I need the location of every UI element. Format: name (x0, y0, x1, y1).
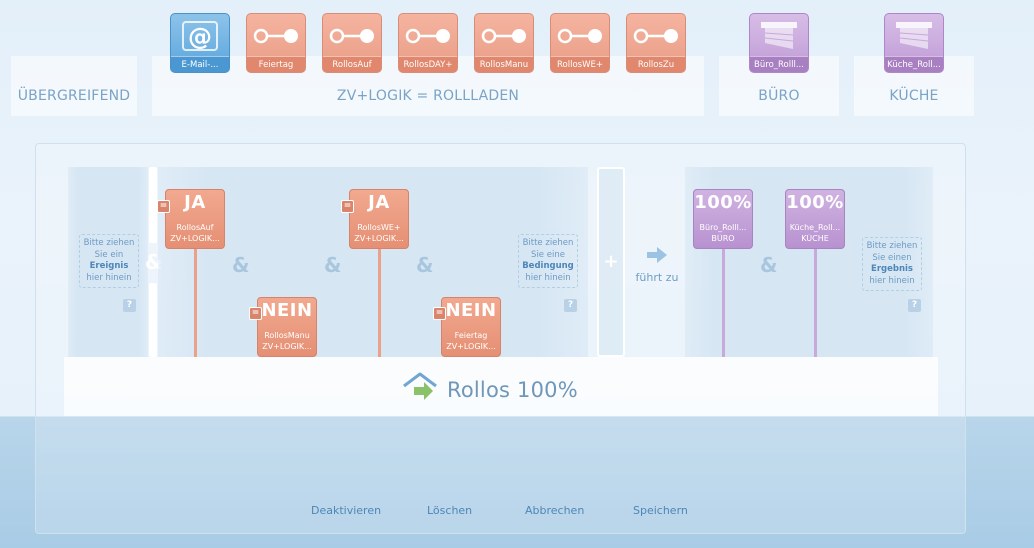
condition-value: JA (368, 192, 390, 213)
save-button[interactable]: Speichern (633, 504, 688, 517)
logic-switch-icon (551, 19, 609, 53)
tile-label: Küche_Roll... (885, 56, 943, 72)
tile-label: RollosAuf (323, 56, 381, 72)
result-value: 100% (694, 192, 752, 213)
roller-shutter-icon (885, 19, 943, 53)
tile-rollosdayplus[interactable]: RollosDAY+ (398, 13, 458, 73)
condition-name: RollosManu (264, 331, 310, 340)
condition-operator-button[interactable]: = (341, 200, 354, 213)
group-label-logic: ZV+LOGIK = ROLLLADEN (336, 88, 520, 104)
result-drop-hint: Bitte ziehen Sie einen Ergebnis hier hin… (862, 237, 922, 291)
home-scene-icon (402, 371, 438, 409)
tile-buero-rollladen[interactable]: Büro_Rolll... (749, 13, 809, 73)
logic-switch-icon (627, 19, 685, 53)
add-condition-group-button[interactable]: + (597, 167, 625, 357)
condition-name: RollosWE+ (357, 223, 401, 232)
arrow-right-icon (645, 245, 669, 269)
separator-bottom (149, 283, 157, 357)
tile-label: RollosManu (475, 56, 533, 72)
condition-group: ZV+LOGIK... (446, 342, 496, 351)
condition-and-operator: & (324, 253, 342, 277)
svg-text:@: @ (188, 23, 212, 51)
condition-value: NEIN (445, 300, 497, 321)
result-connector-line (722, 248, 725, 357)
plus-icon: + (603, 251, 619, 272)
result-value: 100% (786, 192, 844, 213)
condition-name: RollosAuf (176, 223, 214, 232)
result-group: KÜCHE (801, 234, 829, 243)
logic-switch-icon (475, 19, 533, 53)
condition-group: ZV+LOGIK... (354, 234, 404, 243)
tile-feiertag[interactable]: Feiertag (246, 13, 306, 73)
result-group: BÜRO (711, 234, 735, 243)
tile-label: Feiertag (247, 56, 305, 72)
group-overarching-bg (11, 56, 137, 116)
condition-value: JA (184, 192, 206, 213)
rule-title-bar (64, 357, 938, 416)
tile-kueche-rollladen[interactable]: Küche_Roll... (884, 13, 944, 73)
delete-button[interactable]: Löschen (427, 504, 473, 517)
condition-connector-line (194, 248, 197, 357)
result-card-kueche[interactable]: 100% Küche_Roll... KÜCHE (785, 189, 845, 249)
roller-shutter-icon (750, 19, 808, 53)
result-name: Küche_Roll... (789, 223, 841, 232)
condition-operator-button[interactable]: = (249, 307, 262, 320)
condition-card-rollosauf[interactable]: JA RollosAuf ZV+LOGIK... (165, 189, 225, 249)
tile-label: RollosZu (627, 56, 685, 72)
tile-label: RollosWE+ (551, 56, 609, 72)
leads-to-label: führt zu (635, 271, 679, 284)
event-help-button[interactable]: ? (123, 299, 136, 312)
separator-top (149, 167, 157, 243)
condition-card-rollosmanu[interactable]: NEIN RollosManu ZV+LOGIK... (257, 297, 317, 357)
logic-switch-icon (323, 19, 381, 53)
condition-group: ZV+LOGIK... (262, 342, 312, 351)
tile-email[interactable]: @ E-Mail-... (170, 13, 230, 73)
condition-connector-line (378, 248, 381, 357)
cancel-button[interactable]: Abbrechen (525, 504, 585, 517)
logic-switch-icon (399, 19, 457, 53)
group-label-kitchen: KÜCHE (889, 88, 939, 104)
event-dropzone[interactable] (68, 167, 148, 357)
condition-help-button[interactable]: ? (564, 299, 577, 312)
condition-and-operator: & (416, 253, 434, 277)
condition-card-feiertag[interactable]: NEIN Feiertag ZV+LOGIK... (441, 297, 501, 357)
result-connector-line (814, 248, 817, 357)
tile-label: RollosDAY+ (399, 56, 457, 72)
condition-group: ZV+LOGIK... (170, 234, 220, 243)
condition-and-operator: & (232, 253, 250, 277)
tile-label: E-Mail-... (171, 56, 229, 72)
result-and-operator: & (760, 253, 778, 277)
condition-drop-hint: Bitte ziehen Sie eine Bedingung hier hin… (518, 234, 578, 288)
result-help-button[interactable]: ? (908, 299, 921, 312)
deactivate-button[interactable]: Deaktivieren (311, 504, 382, 517)
logic-switch-icon (247, 19, 305, 53)
tile-label: Büro_Rolll... (750, 56, 808, 72)
tile-rollosmanu[interactable]: RollosManu (474, 13, 534, 73)
condition-operator-button[interactable]: = (157, 200, 170, 213)
group-label-office: BÜRO (758, 88, 800, 104)
group-label-overarching: ÜBERGREIFEND (17, 88, 131, 104)
result-card-buero[interactable]: 100% Büro_Rolll... BÜRO (693, 189, 753, 249)
tile-rolloszu[interactable]: RollosZu (626, 13, 686, 73)
condition-card-rolloswe[interactable]: JA RollosWE+ ZV+LOGIK... (349, 189, 409, 249)
rule-title[interactable]: Rollos 100% (447, 378, 578, 402)
event-drop-hint: Bitte ziehen Sie ein Ereignis hier hinei… (79, 234, 139, 288)
condition-operator-button[interactable]: = (433, 307, 446, 320)
tile-rollosauf[interactable]: RollosAuf (322, 13, 382, 73)
condition-value: NEIN (261, 300, 313, 321)
email-at-icon: @ (171, 19, 229, 53)
result-name: Büro_Rolll... (699, 223, 747, 232)
tile-rolloswe[interactable]: RollosWE+ (550, 13, 610, 73)
condition-name: Feiertag (454, 331, 488, 340)
